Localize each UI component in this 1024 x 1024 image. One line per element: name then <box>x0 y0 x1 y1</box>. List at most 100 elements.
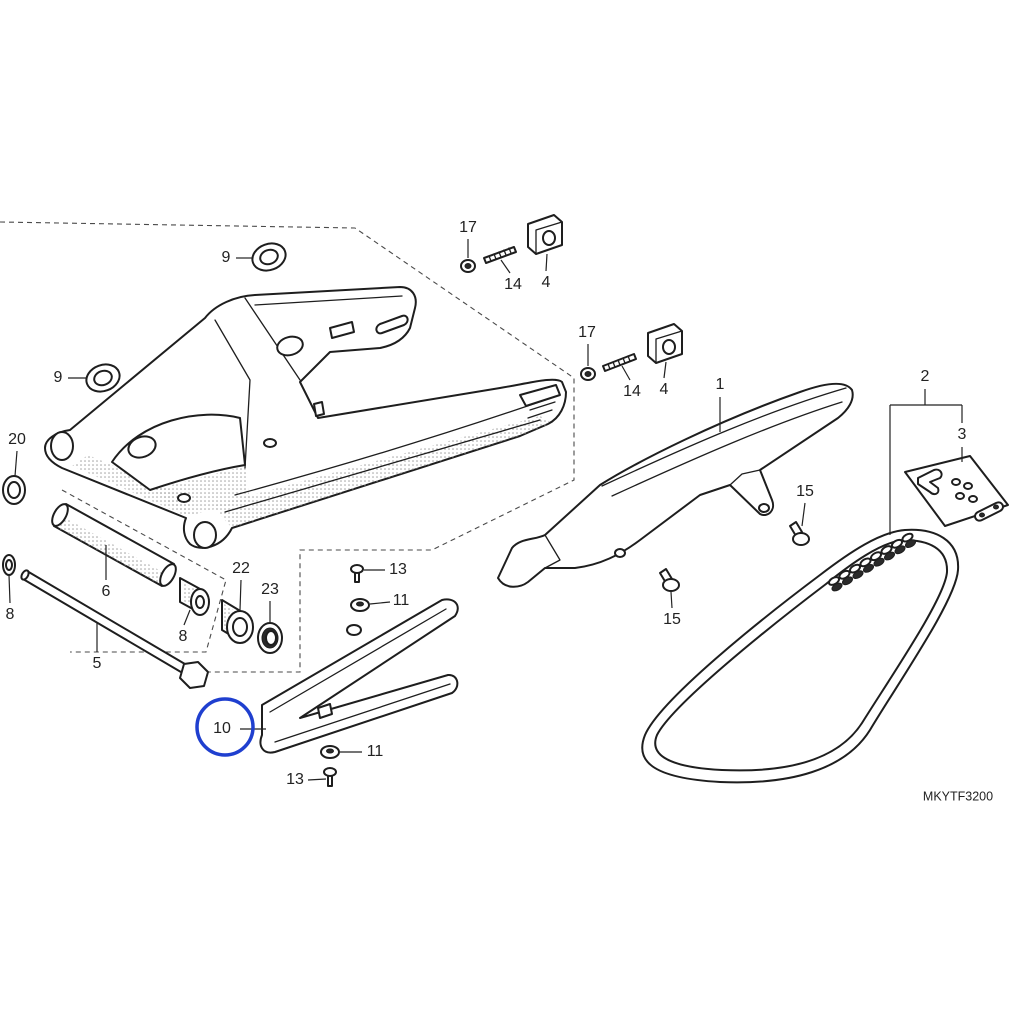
shock-mount-hole <box>276 335 304 357</box>
chain-outer-loop <box>641 528 960 784</box>
part-13-lower-screw <box>323 767 337 787</box>
swingarm-shading-left <box>72 455 190 516</box>
kit-link-pin <box>979 512 985 518</box>
part-5-pivot-bolt <box>20 569 209 689</box>
slider-outline <box>259 598 459 754</box>
pivot-boss-lower <box>193 521 217 549</box>
part-3-joint-kit <box>904 455 1009 527</box>
bolt-end <box>20 569 30 581</box>
adjuster-block-edge <box>535 221 563 255</box>
swingarm-upper-strut-2 <box>244 297 301 381</box>
swingarm-shading-rail <box>212 416 552 528</box>
slider-collar <box>346 624 362 636</box>
callout-17-upper: 17 <box>459 219 477 236</box>
chain-link <box>841 576 854 586</box>
pivot-boss-left <box>50 431 74 461</box>
collar-hole <box>326 748 334 754</box>
upper-adjuster-set <box>460 214 563 273</box>
callout-17-lower: 17 <box>578 324 596 341</box>
chain-case-mount-tab <box>729 469 761 486</box>
part-11-upper-collar <box>350 598 370 612</box>
part-11-lower-collar <box>320 745 340 759</box>
callout-11-lower: 11 <box>367 743 384 760</box>
leader-15-lower <box>670 591 673 609</box>
leader-11-upper <box>369 601 391 605</box>
callout-15-upper: 15 <box>796 483 814 500</box>
callout-8-center: 8 <box>179 628 188 645</box>
swingarm-group-frame <box>0 221 575 673</box>
part-6-pivot-collar <box>51 503 177 587</box>
part-9-upper <box>251 242 287 272</box>
group-frame-lines <box>0 221 575 673</box>
swingarm <box>44 286 567 549</box>
chain-case-ridge <box>601 387 847 487</box>
part-13-upper-screw <box>350 564 364 583</box>
callout-13-upper: 13 <box>389 561 407 578</box>
leader-15-upper <box>801 502 806 527</box>
chain-link <box>894 545 906 555</box>
chain-link <box>852 570 864 580</box>
swingarm-outline <box>44 286 567 549</box>
bolt-head <box>792 532 810 546</box>
diagram-code: MKYTF3200 <box>923 789 993 803</box>
pivot-hole-inner <box>127 435 157 459</box>
swingarm-stud <box>313 401 325 417</box>
collar-start <box>51 503 69 527</box>
callout-23: 23 <box>261 581 279 598</box>
callout-9-upper: 9 <box>222 249 231 266</box>
leader-lines <box>8 239 963 781</box>
leader-14-lower <box>621 365 631 381</box>
seal-bore <box>265 630 277 646</box>
chain-link <box>904 539 917 549</box>
bolt-head <box>179 661 209 689</box>
spacer-end-hole <box>195 595 205 609</box>
kit-o-ring <box>963 482 973 490</box>
part-9-left <box>85 363 121 393</box>
collar-hole <box>356 601 364 607</box>
callout-4-upper: 4 <box>542 274 551 291</box>
kit-o-ring <box>951 478 961 486</box>
bolt-thread <box>488 247 512 262</box>
callout-22: 22 <box>232 560 250 577</box>
callout-3: 3 <box>958 426 967 443</box>
chain-adjuster-bracket <box>519 384 561 407</box>
callout-14-upper: 14 <box>504 276 522 293</box>
bolt-thread <box>607 355 631 370</box>
screw-head <box>350 564 364 574</box>
swingarm-ridge-line-2 <box>224 419 541 513</box>
kit-o-ring <box>968 495 978 503</box>
callout-6: 6 <box>102 583 111 600</box>
chain-case-ridge-2 <box>611 401 843 497</box>
callout-15-lower: 15 <box>663 611 681 628</box>
chain-link <box>831 582 843 592</box>
part-8-center-spacer <box>179 577 210 616</box>
leader-4-lower <box>663 361 667 379</box>
part-17-nut-hole <box>464 263 472 269</box>
chain-link <box>862 563 875 573</box>
part-22-needle-bearing <box>221 599 254 644</box>
part-10-chain-slider <box>259 598 459 754</box>
callout-5: 5 <box>93 655 102 672</box>
swingarm-top-edge <box>254 295 403 306</box>
screw-head <box>323 767 337 777</box>
swingarm-ridge-line <box>234 399 546 496</box>
part-1-chain-case <box>497 382 854 588</box>
leader-14-upper <box>500 259 511 274</box>
adjuster-block-hole <box>662 339 676 355</box>
chain-link-detail <box>827 532 917 592</box>
part-15-upper-bolt <box>789 521 810 546</box>
leader-22 <box>239 579 242 611</box>
swingarm-inner-opening <box>111 413 246 491</box>
leader-8-center <box>183 609 191 626</box>
bushing-cap-inner <box>259 248 279 266</box>
highlight-circle <box>195 697 255 757</box>
chain-case-hole <box>614 548 626 558</box>
callout-labels: 17 14 4 9 9 17 14 4 1 2 3 20 15 8 6 22 2… <box>6 219 967 788</box>
bracket-2-3 <box>889 389 963 535</box>
callout-11-upper: 11 <box>393 592 410 609</box>
small-hole <box>263 438 277 448</box>
part-8-left-spacer <box>2 554 16 576</box>
axle-slot-line <box>527 401 556 419</box>
